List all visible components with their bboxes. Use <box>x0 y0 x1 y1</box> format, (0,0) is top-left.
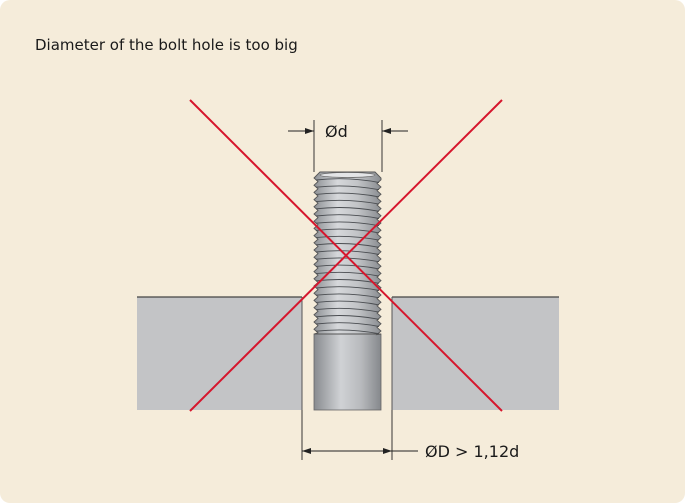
thread-line <box>315 199 380 205</box>
thread-line <box>315 178 380 183</box>
thread-line <box>315 235 380 241</box>
thread-line <box>315 315 380 320</box>
bolt-tip <box>319 172 376 178</box>
bolt <box>313 171 382 411</box>
bolt-diameter-label: Ød <box>325 122 348 141</box>
thread-line <box>315 214 380 219</box>
diagram-title: Diameter of the bolt hole is too big <box>35 36 298 54</box>
thread-line <box>315 329 380 335</box>
thread-line <box>315 185 380 191</box>
thread-line <box>315 250 380 255</box>
cross-mark <box>189 99 503 412</box>
plate-left <box>137 297 302 410</box>
bolt-diameter-dimension: Ød <box>288 120 408 172</box>
plate-right <box>392 297 559 410</box>
thread-line <box>315 300 380 306</box>
thread-line <box>315 207 380 212</box>
hole-diameter-label: ØD > 1,12d <box>425 442 519 461</box>
thread-line <box>315 271 380 277</box>
thread-line <box>315 322 380 327</box>
thread-line <box>315 307 380 313</box>
cross-line-2 <box>189 99 503 412</box>
thread-line <box>315 192 380 198</box>
bolt-shank <box>313 333 382 411</box>
thread-line <box>315 243 380 248</box>
thread-line <box>315 293 380 299</box>
thread-line <box>315 264 380 270</box>
thread-line <box>315 286 380 291</box>
hole-diameter-dimension: ØD > 1,12d <box>301 410 519 461</box>
thread-line <box>315 221 380 227</box>
plate <box>137 296 559 410</box>
